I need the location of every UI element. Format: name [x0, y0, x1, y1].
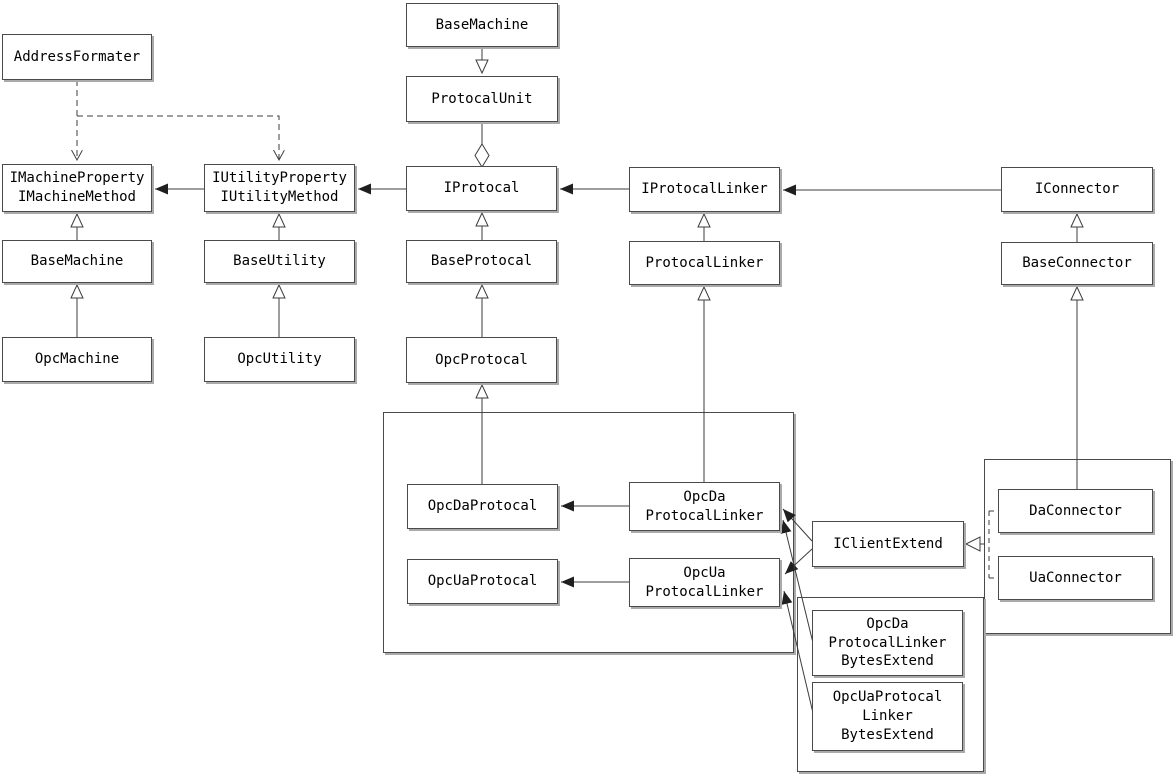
aggregation-diamond	[474, 143, 490, 168]
edge-assoc-iclientextend-opcdaprotocallinker	[782, 508, 813, 542]
edge-assoc-iclientextend-opcuaprotocallinker	[784, 548, 813, 575]
edge-assoc-opcuaplbytesextend-opcuaprotocallinker	[781, 590, 814, 714]
class-box-ua-connector: UaConnector	[998, 556, 1153, 600]
class-box-protocal-unit: ProtocalUnit	[406, 76, 558, 122]
class-box-opc-da-protocal: OpcDaProtocal	[407, 484, 558, 529]
class-box-imachine-property-method: IMachineProperty IMachineMethod	[2, 164, 152, 212]
edge-dependency-addressformater-iutility	[77, 115, 279, 160]
class-box-iprotocal: IProtocal	[406, 166, 557, 211]
class-box-opc-ua-protocal: OpcUaProtocal	[407, 559, 558, 604]
class-box-opc-da-protocal-linker: OpcDa ProtocalLinker	[629, 482, 780, 531]
group-box-opc-protocal-linkers	[383, 412, 794, 653]
class-box-da-connector: DaConnector	[998, 489, 1153, 533]
class-box-opc-ua-protocal-linker-bytes-extend: OpcUaProtocal Linker BytesExtend	[812, 682, 963, 751]
class-box-base-protocal: BaseProtocal	[406, 240, 557, 283]
class-box-address-formater: AddressFormater	[2, 34, 152, 80]
class-box-opc-utility: OpcUtility	[204, 337, 355, 382]
class-box-base-connector: BaseConnector	[1001, 242, 1153, 285]
class-box-iclient-extend: IClientExtend	[812, 521, 964, 567]
edge-assoc-opcdaplbytesextend-opcdaprotocallinker	[780, 519, 814, 644]
class-box-base-utility: BaseUtility	[204, 240, 355, 283]
class-box-iprotocal-linker: IProtocalLinker	[629, 167, 780, 212]
class-box-protocal-linker: ProtocalLinker	[629, 241, 780, 285]
class-box-base-machine: BaseMachine	[2, 240, 152, 283]
class-box-iconnector: IConnector	[1001, 167, 1153, 212]
group-box-bytes-extend	[797, 597, 984, 772]
class-box-opc-da-protocal-linker-bytes-extend: OpcDa ProtocalLinker BytesExtend	[812, 610, 963, 676]
class-box-opc-ua-protocal-linker: OpcUa ProtocalLinker	[629, 558, 780, 607]
class-box-base-machine-top: BaseMachine	[406, 3, 558, 47]
class-box-iutility-property-method: IUtilityProperty IUtilityMethod	[204, 164, 355, 212]
class-box-opc-machine: OpcMachine	[2, 337, 152, 382]
realization-triangle	[964, 536, 981, 552]
class-box-opc-protocal: OpcProtocal	[406, 337, 557, 383]
